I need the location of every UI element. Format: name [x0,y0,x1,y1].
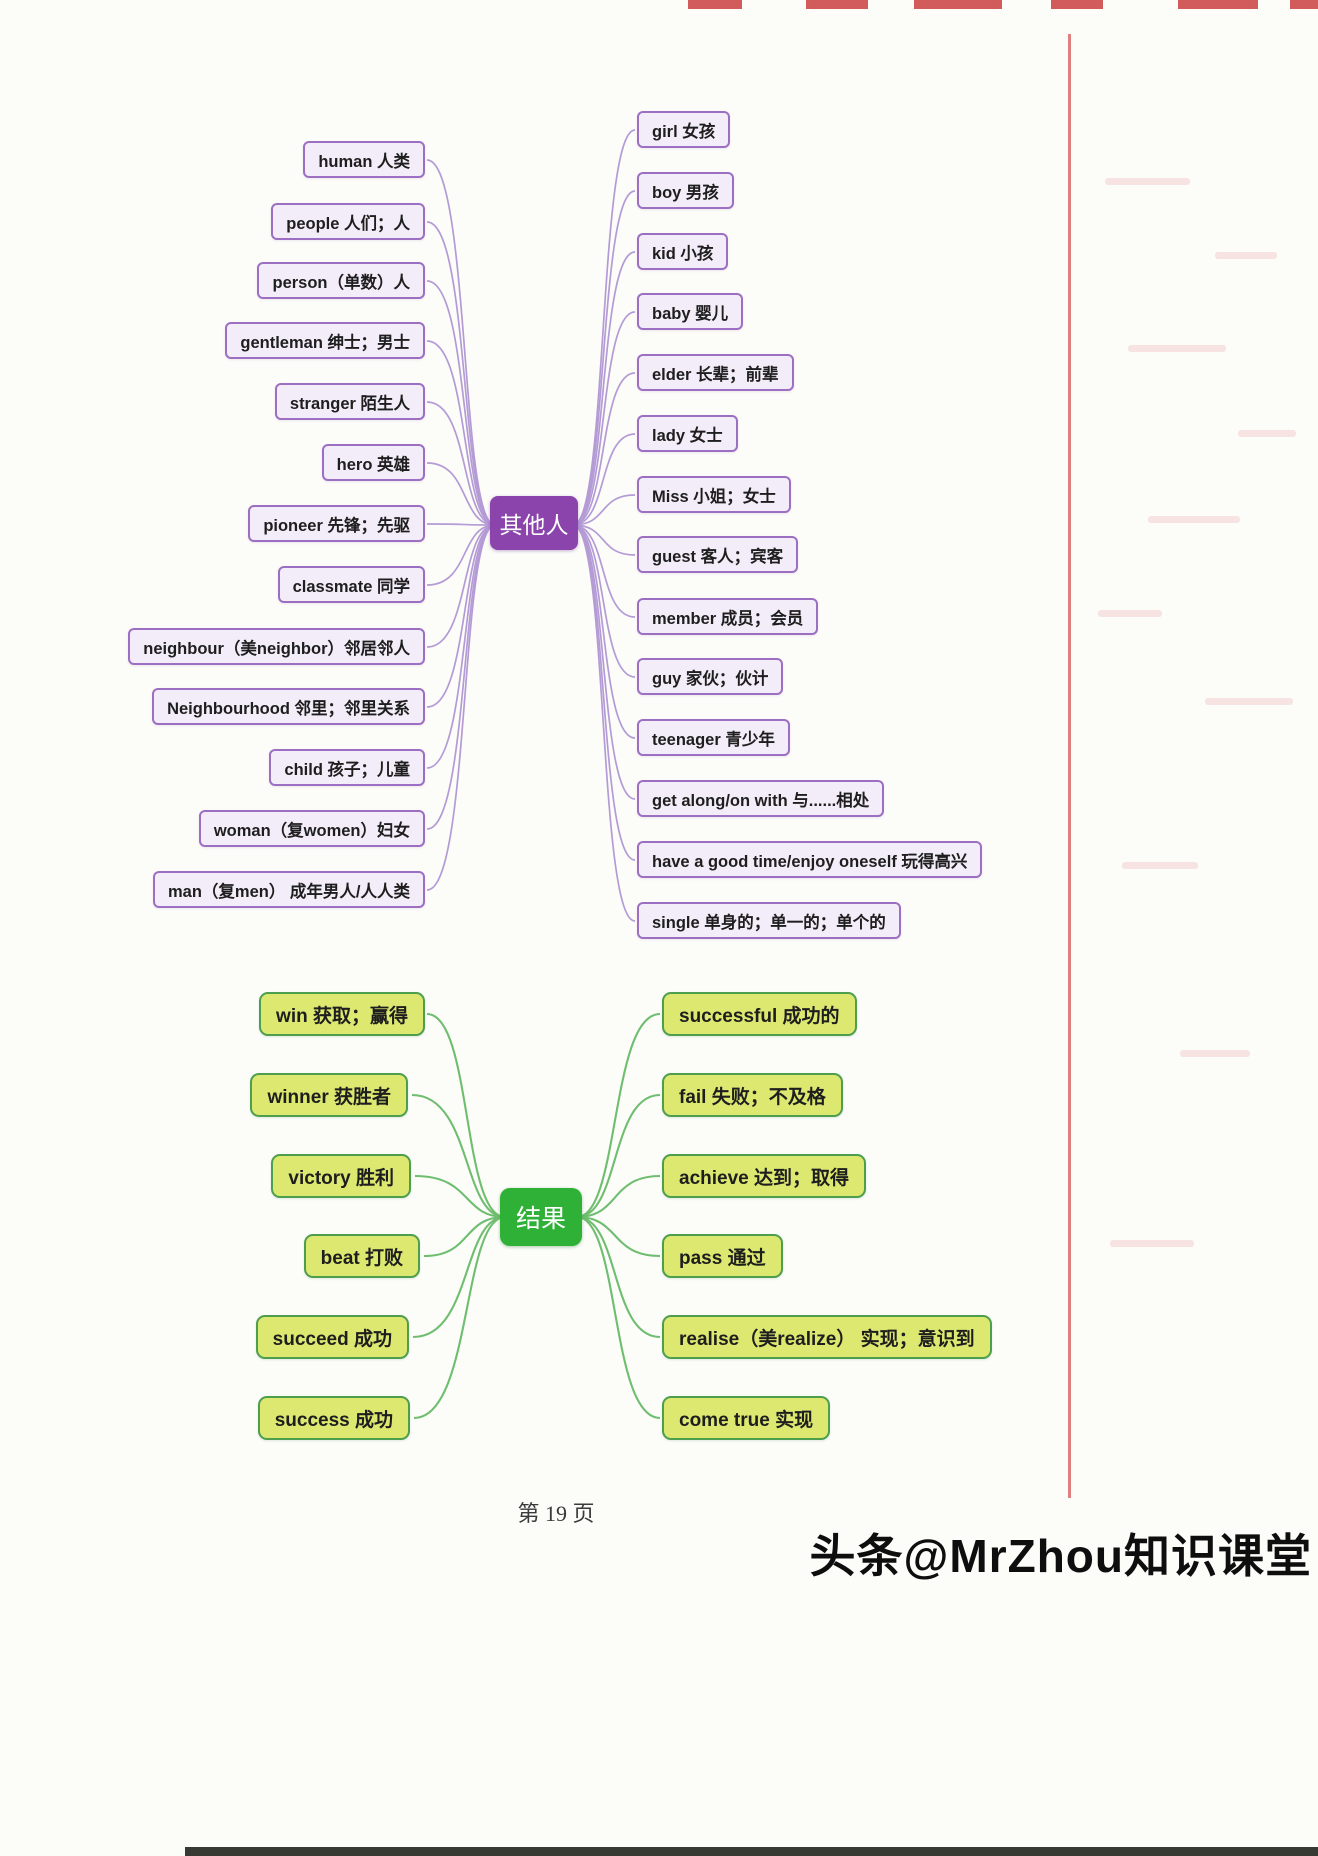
scan-mark [806,0,868,9]
node-pass: pass 通过 [662,1234,783,1278]
node-gentleman: gentleman 绅士；男士 [225,322,425,359]
node-miss: Miss 小姐；女士 [637,476,791,513]
node-success: success 成功 [257,1396,410,1440]
node-person: person（单数）人 [257,262,425,299]
node-neighbour: neighbour（美neighbor）邻居邻人 [128,628,425,665]
scan-mark [1290,0,1318,9]
hub-other-people: 其他人 [490,496,578,550]
scan-mark [1215,252,1277,259]
scan-mark [1098,610,1162,617]
node-teenager: teenager 青少年 [637,719,790,756]
scan-edge [185,1847,1318,1856]
hub-result: 结果 [500,1188,582,1246]
scan-mark [688,0,742,9]
node-neighbourhood: Neighbourhood 邻里；邻里关系 [152,688,425,725]
scan-mark [1105,178,1190,185]
node-people: people 人们；人 [271,203,425,240]
page-number: 第 19 页 [517,1501,595,1526]
node-succeed: succeed 成功 [255,1315,409,1359]
node-win: win 获取；赢得 [259,992,425,1036]
node-woman: woman（复women）妇女 [198,810,425,847]
node-successful: successful 成功的 [662,992,857,1036]
scan-mark [1128,345,1226,352]
node-get-along: get along/on with 与......相处 [637,780,885,817]
node-human: human 人类 [303,141,425,178]
node-baby: baby 婴儿 [637,293,744,330]
node-realise: realise（美realize） 实现；意识到 [662,1315,992,1359]
scan-mark [1051,0,1103,9]
scan-mark [1238,430,1296,437]
scan-mark [1178,0,1258,9]
node-come-true: come true 实现 [662,1396,831,1440]
node-girl: girl 女孩 [637,111,731,148]
scan-mark [1122,862,1198,869]
node-victory: victory 胜利 [271,1154,411,1198]
scan-mark [914,0,1002,9]
node-winner: winner 获胜者 [250,1073,408,1117]
node-elder: elder 长辈；前辈 [637,354,794,391]
node-stranger: stranger 陌生人 [274,383,425,420]
node-beat: beat 打败 [303,1234,420,1278]
watermark: 头条@MrZhou知识课堂 [809,1530,1312,1582]
node-boy: boy 男孩 [637,172,734,209]
scan-red-line [1068,34,1071,1498]
scan-mark [1110,1240,1194,1247]
node-man: man（复men） 成年男人/人人类 [152,871,425,908]
node-have-a-good-time: have a good time/enjoy oneself 玩得高兴 [637,841,983,878]
node-member: member 成员；会员 [637,598,819,635]
node-hero: hero 英雄 [321,444,425,481]
node-kid: kid 小孩 [637,233,729,270]
scan-mark [1205,698,1293,705]
node-achieve: achieve 达到；取得 [662,1154,866,1198]
node-lady: lady 女士 [637,415,738,452]
node-child: child 孩子；儿童 [269,749,425,786]
node-single: single 单身的；单一的；单个的 [637,902,901,939]
node-fail: fail 失败；不及格 [662,1073,843,1117]
node-guest: guest 客人；宾客 [637,536,799,573]
node-guy: guy 家伙；伙计 [637,658,784,695]
scan-mark [1148,516,1240,523]
node-classmate: classmate 同学 [277,566,425,603]
scan-mark [1180,1050,1250,1057]
node-pioneer: pioneer 先锋；先驱 [248,505,425,542]
